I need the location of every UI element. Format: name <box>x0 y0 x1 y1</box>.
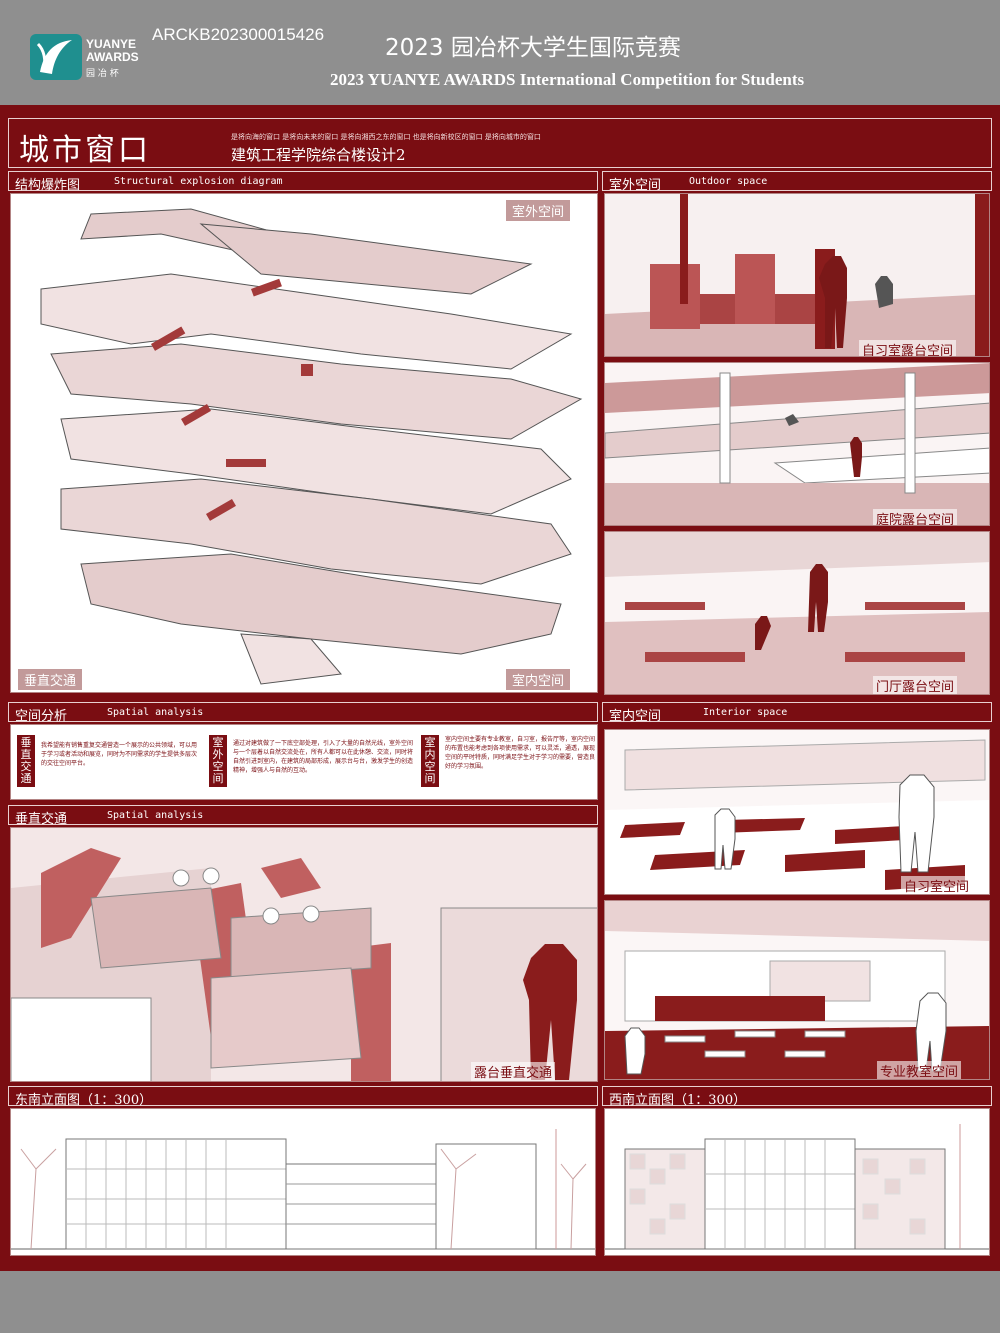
caption-courtyard-terrace: 庭院露台空间 <box>873 509 958 525</box>
logo-subtitle: 园 冶 杯 <box>86 69 119 79</box>
competition-header: YUANYE AWARDS 园 冶 杯 ARCKB202300015426 20… <box>0 0 1000 105</box>
tag-indoor: 室内空间 <box>421 735 439 787</box>
outdoor-render-1: 自习室露台空间 <box>604 193 990 357</box>
label-indoor-space: 室内空间 <box>505 668 572 691</box>
southeast-elevation <box>10 1108 596 1256</box>
explosion-drawing <box>40 208 583 685</box>
interior-render-2: 专业教室空间 <box>604 900 990 1080</box>
southwest-elevation <box>604 1108 990 1256</box>
caption-professional-classroom: 专业教室空间 <box>877 1061 962 1079</box>
poster-title: 城市窗口 <box>19 133 151 168</box>
section-explosion-bar: 结构爆炸图 Structural explosion diagram <box>8 171 598 193</box>
poster-banner: 城市窗口 是将向海的窗口 是将向未来的窗口 是将向湘西之东的窗口 也是将向新校区… <box>8 118 992 168</box>
section-interior-bar: 室内空间 Interior space <box>602 702 992 724</box>
vertical-render: 露台垂直交通 <box>10 827 598 1082</box>
caption-lobby-terrace: 门厅露台空间 <box>873 676 958 694</box>
label-vertical-circulation: 垂直交通 <box>17 668 84 691</box>
yuanye-logo-icon <box>30 34 82 80</box>
section-se-elevation-bar: 东南立面图（1：300） <box>8 1086 598 1108</box>
caption-study-room: 自习室空间 <box>901 876 973 894</box>
interior-render-1: 自习室空间 <box>604 729 990 895</box>
poster-subtitle: 建筑工程学院综合楼设计2 <box>231 146 406 164</box>
bottom-band <box>0 1271 1000 1333</box>
label-outdoor-space: 室外空间 <box>505 199 572 222</box>
text-indoor: 室内空间主要有专业教室，自习室，报告厅等，室内空间的布置也能考虑到各项使用需求，… <box>445 736 595 770</box>
explosion-diagram: 室外空间 垂直交通 室内空间 <box>10 193 598 693</box>
caption-terrace-circulation: 露台垂直交通 <box>471 1062 556 1081</box>
outdoor-render-2: 庭院露台空间 <box>604 362 990 526</box>
section-outdoor-bar: 室外空间 Outdoor space <box>602 171 992 193</box>
outdoor-render-3: 门厅露台空间 <box>604 531 990 695</box>
logo-wordmark: YUANYE AWARDS <box>86 37 139 64</box>
competition-title-cn: 2023 园冶杯大学生国际竞赛 <box>385 35 681 61</box>
section-spatial-bar: 空间分析 Spatial analysis <box>8 702 598 724</box>
competition-title-en: 2023 YUANYE AWARDS International Competi… <box>330 70 805 89</box>
caption-study-terrace: 自习室露台空间 <box>859 340 957 356</box>
text-outdoor: 通过对建筑做了一下底空部处理，引入了大量的自然光线，室外空间与一个层着以自然交流… <box>233 740 414 774</box>
tag-vertical: 垂直交通 <box>17 735 35 787</box>
text-vertical: 我希望能有销售重复交通营造一个展示的公共领域，可以用于学习或者活动和展览，同时为… <box>41 742 198 767</box>
section-sw-elevation-bar: 西南立面图（1：300） <box>602 1086 992 1108</box>
spatial-analysis-text: 垂直交通 我希望能有销售重复交通营造一个展示的公共领域，可以用于学习或者活动和展… <box>10 724 598 800</box>
poster-tagline: 是将向海的窗口 是将向未来的窗口 是将向湘西之东的窗口 也是将向新校区的窗口 是… <box>231 133 541 141</box>
section-vertical-bar: 垂直交通 Spatial analysis <box>8 805 598 827</box>
tag-outdoor: 室外空间 <box>209 735 227 787</box>
entry-code: ARCKB202300015426 <box>152 25 325 44</box>
